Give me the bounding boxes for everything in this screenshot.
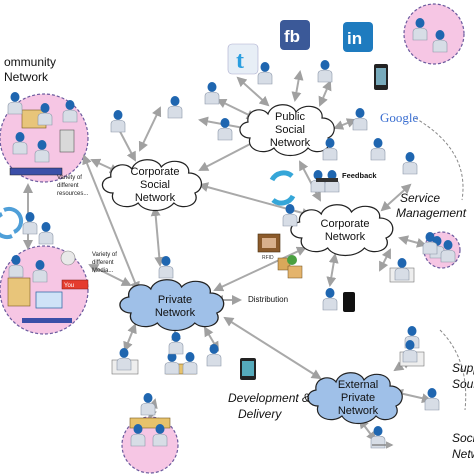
variety-resources-line: Variety of [57,175,82,181]
development-delivery-line: Delivery [238,407,282,421]
social-label-line: Netw [452,447,474,461]
meeting-table-icon [164,351,198,375]
svg-text:in: in [347,29,362,48]
community-label-line1: ommunity [4,55,56,69]
cloud-label-line: Corporate [321,218,370,230]
corporate-network-cloud: Corporate Network [290,204,394,257]
cloud-label-line: Public [275,111,305,123]
rfid-icon [257,233,281,253]
desk-group-icon [129,417,171,447]
feedback-label: Feedback [342,171,377,180]
smartphone-icon [343,292,355,312]
community-top-contents [7,91,78,176]
cloud-label-line: External [338,379,378,391]
cloud-label-line: Social [275,124,305,136]
service-management-line: Management [396,206,467,220]
supply-label-line: Supp [452,361,474,375]
service-dashed-arc [414,117,464,201]
google-icon: Google [380,110,419,125]
cloud-label-line: Network [325,231,366,243]
distribution-label: Distribution [248,295,288,304]
tablet-icon [240,358,256,380]
facebook-icon: fb [280,20,310,50]
cloud-label-line: Network [135,192,176,204]
cloud-label-line: Private [158,294,192,306]
social-label-line: Soci [452,431,474,445]
supply-label-line: Sour [452,377,474,391]
twitter-icon: t [227,43,259,75]
distribution-boxes-icon [277,255,303,279]
workstation-group-left [111,347,139,375]
refresh-icon [269,170,296,206]
youtube-icon: You [64,283,74,289]
cloud-label-line: Social [140,179,170,191]
variety-resources-line: different [57,183,79,189]
corporate-social-network-cloud: Corporate Social Network [101,159,203,212]
development-delivery-line: Development & [228,391,310,405]
supply-dashed-arc [439,329,467,411]
cloud-label-line: Network [338,405,379,417]
service-management-line: Service [400,191,440,205]
linkedin-icon: in [343,22,373,52]
rfid-label: RFID [262,255,274,261]
workstation-right-bottom [399,339,425,367]
community-bottom-contents: You [7,250,89,323]
public-social-network-cloud: Public Social Network [239,104,335,157]
phone-icon [374,64,388,90]
sync-icon [0,206,24,240]
variety-media-line: Media... [92,268,114,274]
cloud-label-line: Network [155,307,196,319]
variety-media-line: Variety of [92,252,117,258]
cloud-label-line: Network [270,137,311,149]
variety-media-line: different [92,260,114,266]
cloud-label-line: Corporate [131,166,180,178]
svg-text:t: t [236,48,244,74]
external-private-network-cloud: External Private Network [307,372,403,425]
svg-text:fb: fb [284,27,300,46]
variety-resources-line: resources... [57,191,89,197]
cloud-label-line: Private [341,392,375,404]
feedback-icon [310,169,340,193]
community-label-line2: Network [4,70,49,84]
workstation-icon [389,257,415,283]
private-network-cloud: Private Network [119,279,225,332]
